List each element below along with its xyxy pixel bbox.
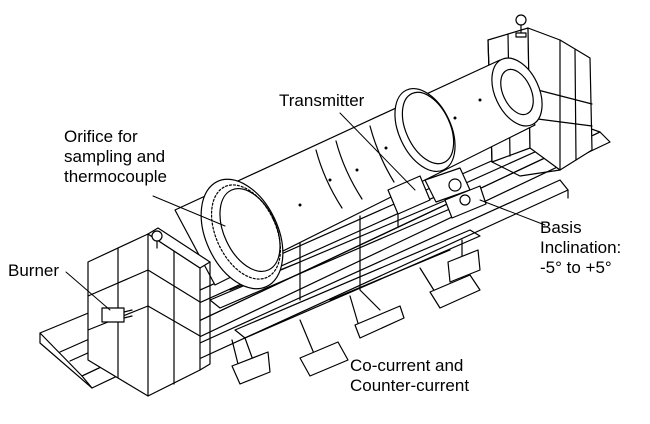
label-basis-line-1: Basis	[540, 218, 582, 237]
label-orifice-line-2: sampling and	[64, 147, 166, 166]
label-burner-text: Burner	[8, 261, 60, 280]
transmitter-drive	[387, 167, 487, 227]
label-orifice: Orifice for sampling and thermocouple	[64, 127, 167, 187]
kiln-drum	[174, 57, 543, 290]
label-flow-line-2: Counter-current	[350, 376, 470, 395]
label-basis-line-3: -5° to +5°	[540, 258, 612, 277]
left-housing	[87, 227, 211, 397]
label-basis-inclination: Basis Inclination: -5° to +5°	[540, 218, 621, 278]
label-orifice-line-3: thermocouple	[64, 167, 168, 186]
label-flow-mode: Co-current and Counter-current	[350, 356, 469, 396]
label-orifice-line-1: Orifice for	[64, 127, 138, 146]
label-basis-line-2: Inclination:	[540, 238, 622, 257]
label-transmitter-text: Transmitter	[279, 91, 365, 110]
leader-lines	[65, 112, 546, 311]
label-burner: Burner	[8, 261, 59, 281]
frame-structure	[209, 189, 481, 385]
label-flow-line-1: Co-current and	[350, 356, 464, 375]
label-transmitter: Transmitter	[279, 91, 364, 111]
